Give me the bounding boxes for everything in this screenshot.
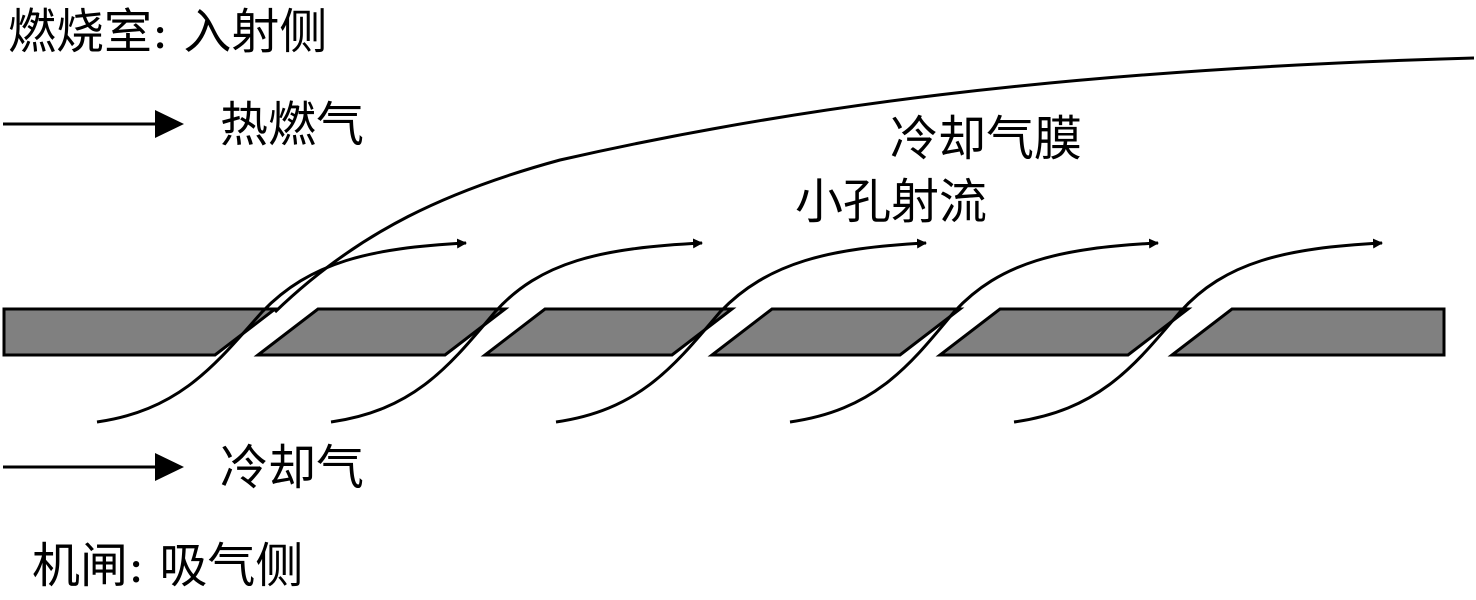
intake-side-label: 机闸: 吸气侧 [32,538,303,594]
coolant-label: 冷却气 [220,440,364,496]
wall-segment [480,307,737,357]
combustor-side-label: 燃烧室: 入射侧 [8,4,327,60]
jet-label: 小孔射流 [795,174,987,230]
wall-segment [1167,307,1446,357]
jet-streamline [789,238,1159,424]
jet-streamline [1013,238,1383,424]
wall-segment [707,307,965,357]
hot-gas-label: 热燃气 [220,97,364,153]
film-boundary-curve [273,56,1475,314]
jet-streamlines [96,238,1383,424]
jet-streamline [330,238,703,424]
jet-streamline [96,238,467,424]
wall-segment [2,307,280,357]
film-label: 冷却气膜 [890,111,1082,167]
wall-segment [935,307,1193,357]
coolant-arrow [3,453,184,481]
jet-streamline [555,238,927,424]
hot-gas-arrow [3,110,184,138]
wall-segment [253,307,510,357]
wall [2,307,1446,357]
